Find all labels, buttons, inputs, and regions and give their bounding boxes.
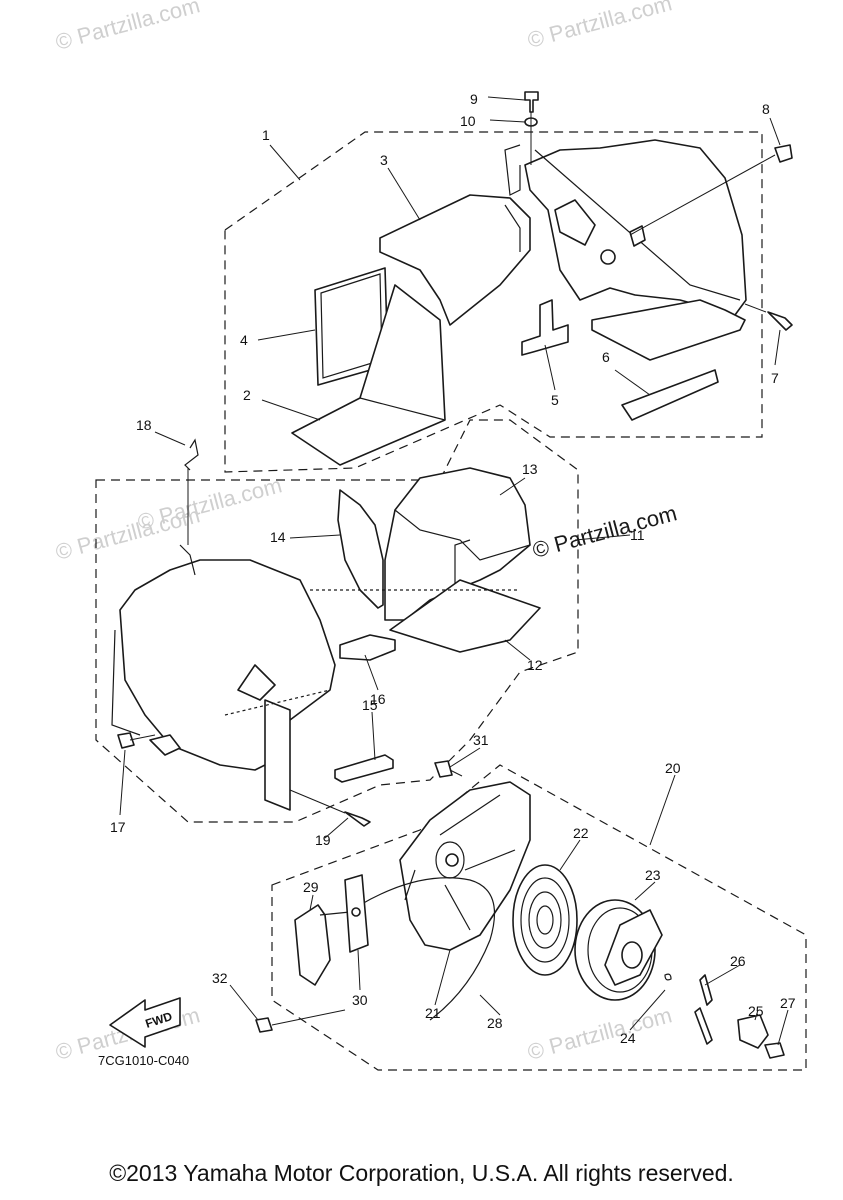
callout-1: 1: [262, 127, 270, 143]
housing-center: [445, 853, 459, 867]
copyright-footer: ©2013 Yamaha Motor Corporation, U.S.A. A…: [109, 1160, 734, 1186]
bolt-31-axis: [449, 769, 463, 777]
callout-25: 25: [748, 1003, 764, 1019]
callout-leaders: [119, 96, 789, 1046]
part-5-clip: [521, 299, 569, 356]
callout-24: 24: [620, 1030, 636, 1046]
fwd-arrow-icon: [109, 997, 181, 1048]
callout-26: 26: [730, 953, 746, 969]
part-6-plate: [591, 299, 746, 361]
housing-ribs: [404, 794, 516, 931]
callout-4: 4: [240, 332, 248, 348]
upper-cover-vent: [554, 199, 596, 246]
part-31-bolt: [434, 760, 453, 778]
callout-10: 10: [460, 113, 476, 129]
upper-cover-shell: [524, 139, 747, 316]
spring-coil: [528, 891, 562, 949]
callout-13: 13: [522, 461, 538, 477]
callout-23: 23: [645, 867, 661, 883]
callout-3: 3: [380, 152, 388, 168]
assembly-boundary-1: [224, 131, 763, 473]
part-26-pin: [694, 1007, 713, 1045]
part-32-screw: [255, 1017, 273, 1033]
lower-cover-dotted: [224, 589, 520, 716]
part-15-bar: [334, 754, 394, 783]
watermark: © Partzilla.com: [135, 472, 285, 535]
part-8-bolt: [774, 144, 793, 163]
callout-2: 2: [243, 387, 251, 403]
part-6-sponge: [621, 369, 719, 421]
part-24-spring: [664, 973, 672, 981]
part-2-detail: [359, 397, 446, 421]
part-12-pad: [389, 579, 541, 653]
callout-8: 8: [762, 101, 770, 117]
watermark: © Partzilla.com: [525, 1002, 675, 1065]
callout-32: 32: [212, 970, 228, 986]
part-22-spring: [512, 864, 578, 976]
part-3-top-panel: [379, 194, 531, 326]
part-21-housing: [399, 781, 531, 951]
callout-29: 29: [303, 879, 319, 895]
callout-12: 12: [527, 657, 543, 673]
callout-20: 20: [665, 760, 681, 776]
part-14-gasket: [337, 489, 384, 609]
screw-32-axis: [271, 1009, 346, 1026]
part-28-rope: [359, 877, 496, 1021]
lower-cover-ear: [149, 734, 181, 756]
part-29-handle: [294, 904, 331, 986]
watermark: © Partzilla.com: [53, 0, 203, 55]
callout-17: 17: [110, 819, 126, 835]
callout-28: 28: [487, 1015, 503, 1031]
assembly-boundary-20: [271, 764, 807, 1071]
part-3-detail: [504, 204, 521, 252]
callout-22: 22: [573, 825, 589, 841]
clip-axis: [129, 468, 346, 814]
callout-16: 16: [370, 691, 386, 707]
part-17-bolt: [117, 732, 135, 749]
callout-27: 27: [780, 995, 796, 1011]
lower-cover-edge: [111, 544, 196, 736]
lower-cover-shell: [119, 559, 336, 771]
part-16-block: [339, 634, 396, 661]
callout-15: 15: [362, 697, 378, 713]
callout-21: 21: [425, 1005, 441, 1021]
callout-30: 30: [352, 992, 368, 1008]
callout-5: 5: [551, 392, 559, 408]
watermark: © Partzilla.com: [525, 0, 675, 53]
callout-7: 7: [771, 370, 779, 386]
pulley-hub: [621, 941, 643, 969]
callout-18: 18: [136, 417, 152, 433]
part-26-pin: [699, 974, 713, 1006]
upper-cover-edge: [504, 144, 741, 301]
part-19-screw: [344, 811, 371, 827]
part-9-bolt: [524, 91, 539, 113]
bolt-axis: [530, 112, 776, 313]
part-25-cam: [737, 1014, 769, 1049]
part-13-detail: [394, 509, 531, 590]
lower-cover-vent: [237, 664, 276, 701]
spring-coil: [536, 905, 554, 935]
handle-shaft: [319, 911, 351, 916]
part-18-clip: [184, 438, 199, 471]
spring-coil: [520, 877, 570, 963]
diagram-code: 7CG1010-C040: [98, 1053, 189, 1068]
callout-19: 19: [315, 832, 331, 848]
upper-cover-boss: [600, 249, 616, 265]
part-7-screw: [767, 311, 793, 331]
part-27-screw: [764, 1042, 785, 1059]
callout-6: 6: [602, 349, 610, 365]
watermark-main: © Partzilla.com: [530, 500, 680, 563]
upper-cover-tab: [629, 225, 646, 247]
callout-9: 9: [470, 91, 478, 107]
callout-14: 14: [270, 529, 286, 545]
callout-31: 31: [473, 732, 489, 748]
plate-hole: [351, 907, 361, 917]
callout-11: 11: [630, 527, 645, 543]
lower-cover-bracket: [264, 699, 291, 811]
